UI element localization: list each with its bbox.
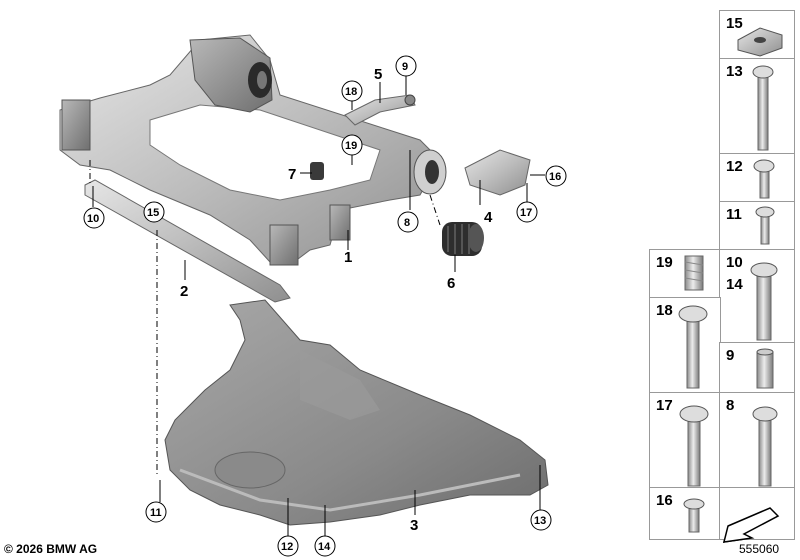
svg-text:11: 11: [150, 507, 162, 519]
legend-label: 14: [726, 276, 743, 293]
svg-text:9: 9: [402, 61, 408, 73]
legend-cell-8: 8: [719, 392, 795, 489]
callout-1: 1: [344, 249, 352, 266]
callout-2: 2: [180, 283, 188, 300]
reinforcement-strut: [84, 179, 291, 303]
legend-cell-16: 16: [649, 487, 721, 540]
copyright-notice: © 2026 BMW AG: [4, 542, 98, 556]
svg-text:8: 8: [404, 217, 410, 229]
circle-callout-17: [516, 201, 538, 223]
circle-callout-18: [341, 80, 363, 102]
legend-label: 19: [656, 254, 673, 271]
legend-cell-19: 19: [649, 249, 721, 299]
callout-4: 4: [484, 209, 493, 226]
legend-label: 12: [726, 158, 743, 175]
circle-callout-8: [397, 211, 419, 233]
legend-label: 11: [726, 206, 742, 223]
circle-callout-13: [530, 509, 552, 531]
callout-7: 7: [288, 166, 296, 183]
leader-lines: [89, 76, 545, 537]
front-subframe: [59, 34, 447, 266]
svg-text:13: 13: [534, 515, 546, 527]
legend-cell-18: 18: [649, 297, 721, 394]
svg-text:16: 16: [549, 171, 561, 183]
legend-label: 16: [656, 492, 673, 509]
legend-label: 13: [726, 63, 743, 80]
legend-cell-11: 11: [719, 201, 795, 251]
callout-5: 5: [374, 66, 382, 83]
rubber-buffer: [310, 162, 324, 180]
bracket-part: [344, 94, 416, 126]
callout-3: 3: [410, 517, 418, 534]
rubber-mount: [442, 222, 484, 256]
circled-callouts: [83, 55, 567, 557]
legend-cell-12: 12: [719, 153, 795, 203]
part-number-callouts: 1 2 3 4 5 6 7: [180, 66, 493, 534]
circle-callout-19: [341, 134, 363, 156]
svg-text:10: 10: [87, 213, 99, 225]
svg-text:12: 12: [281, 541, 293, 553]
legend-cell-17: 17: [649, 392, 721, 489]
svg-text:18: 18: [345, 86, 357, 98]
svg-text:14: 14: [318, 541, 331, 553]
legend-cell-13: 13: [719, 58, 795, 155]
circle-callout-10: [83, 207, 105, 229]
circle-callout-16: [545, 165, 567, 187]
diagram-id: 555060: [739, 542, 780, 556]
svg-text:17: 17: [520, 207, 532, 219]
legend-cell-arrow: [719, 487, 795, 540]
legend-label: 18: [656, 302, 673, 319]
engine-mount-bracket: [464, 149, 531, 196]
legend-label: 10: [726, 254, 743, 271]
circle-callout-12: [277, 535, 299, 557]
callout-6: 6: [447, 275, 455, 292]
svg-text:19: 19: [345, 140, 357, 152]
legend-label: 9: [726, 347, 735, 364]
circle-callout-14: [314, 535, 336, 557]
svg-text:15: 15: [147, 207, 159, 219]
legend-label: 17: [656, 397, 673, 414]
circle-callout-9: [395, 55, 417, 77]
legend-cell-9: 9: [719, 342, 795, 394]
circle-callout-11: [145, 501, 167, 523]
legend-cell-15: 15: [719, 10, 795, 60]
legend-label: 15: [726, 15, 743, 32]
legend-cell-10-14: 10 14: [719, 249, 795, 344]
legend-label: 8: [726, 397, 735, 414]
circle-callout-15: [143, 201, 165, 223]
